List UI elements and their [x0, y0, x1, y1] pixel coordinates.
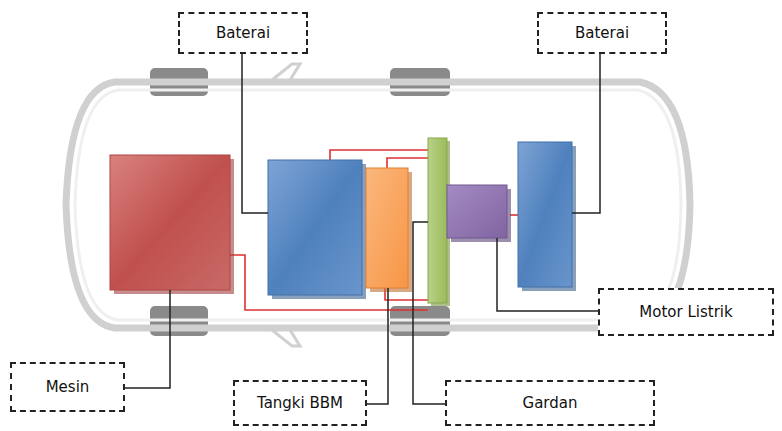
component-label: Mesin [46, 378, 90, 396]
battery-block [518, 142, 576, 291]
component-label: Motor Listrik [639, 303, 732, 321]
motor-block [447, 185, 511, 242]
label-box: Gardan [445, 380, 655, 426]
car-body [66, 82, 690, 328]
fuel-tank-block [366, 168, 412, 292]
label-box: Motor Listrik [598, 288, 774, 336]
component-label: Tangki BBM [257, 394, 343, 412]
engine-block [110, 155, 234, 294]
side-mirror [272, 330, 300, 346]
label-box: Tangki BBM [233, 380, 367, 426]
component-label: Baterai [216, 24, 270, 42]
battery-block [268, 160, 366, 299]
component-label: Baterai [575, 24, 629, 42]
car-body-inner [75, 90, 681, 320]
side-mirror [272, 64, 300, 80]
leader-line [125, 54, 600, 404]
label-box: Mesin [10, 362, 125, 412]
component-label: Gardan [523, 394, 578, 412]
label-box: Baterai [537, 12, 667, 54]
power-wire [230, 150, 518, 310]
label-box: Baterai [178, 12, 308, 54]
